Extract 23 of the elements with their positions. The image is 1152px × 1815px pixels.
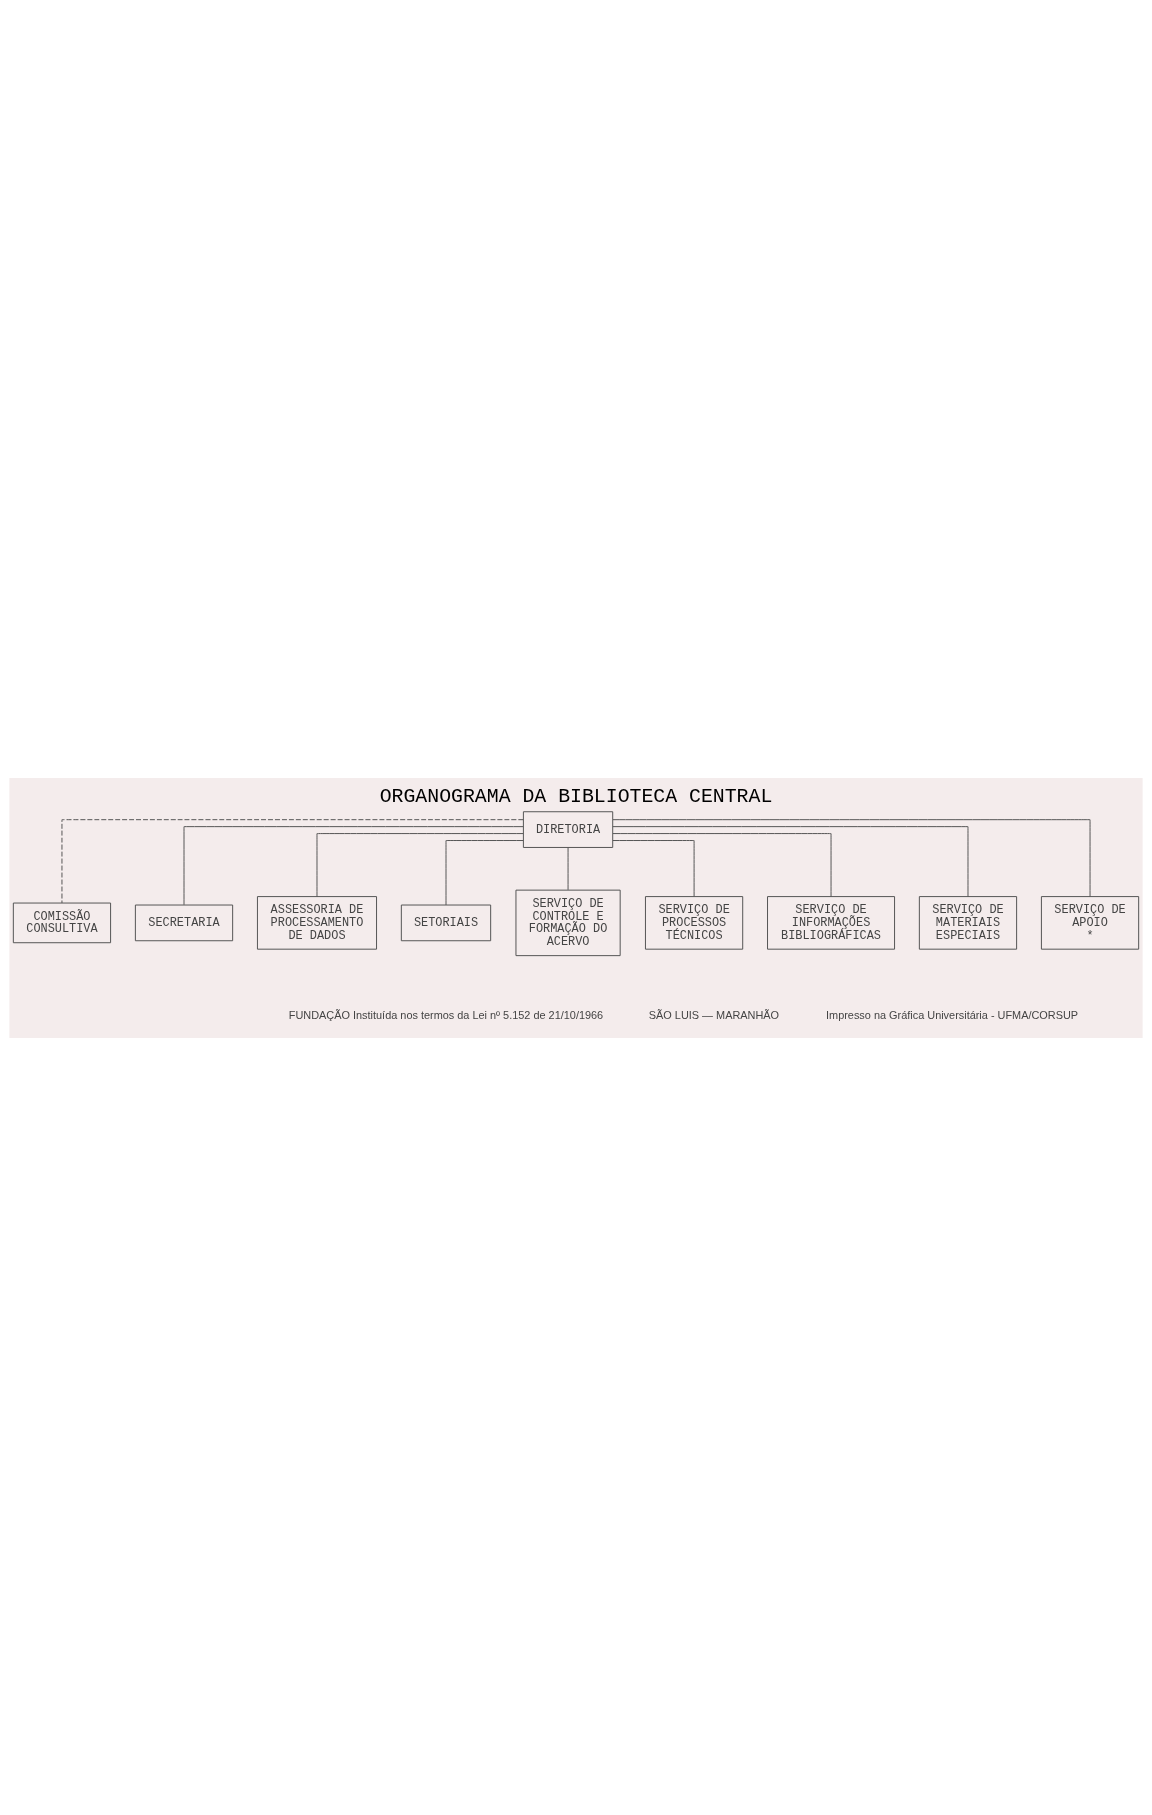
label: Impresso na Gráfica Universitária - UFMA/CORSUP [826, 1008, 1079, 1021]
node-box: ASSESSORIA DE PROCESSAMENTO DE DADOS [256, 895, 378, 950]
diagram-title: ORGANOGRAMA DA BIBLIOTECA CENTRAL [379, 784, 773, 808]
node-box: DIRETORIA [522, 810, 614, 848]
node-box: SERVIÇO DE PROCESSOS TÉCNICOS [644, 895, 744, 950]
label: FUNDAÇÃO Instituída nos termos da Lei nº 5.152 de 21/10/1966 [288, 1008, 604, 1021]
node-box: SETORIAIS [400, 904, 492, 941]
node-box: SERVIÇO DE MATERIAIS ESPECIAIS [918, 895, 1018, 950]
node-box: SECRETARIA [134, 904, 234, 941]
node-box: SERVIÇO DE APOIO * [1040, 895, 1140, 950]
connector [316, 832, 524, 897]
connector [61, 818, 524, 903]
connector [612, 825, 969, 897]
connector [445, 839, 524, 905]
connector [567, 846, 569, 890]
connector [612, 832, 832, 897]
connector [612, 818, 1091, 897]
node-box: COMISSÃO CONSULTIVA [12, 902, 112, 943]
connector [183, 825, 524, 905]
label: SÃO LUIS — MARANHÃO [648, 1008, 780, 1021]
node-box: SERVIÇO DE CONTROLE E FORMAÇÃO DO ACERVO [515, 889, 621, 956]
node-box: SERVIÇO DE INFORMAÇÕES BIBLIOGRÁFICAS [767, 895, 896, 950]
connector [612, 839, 695, 897]
